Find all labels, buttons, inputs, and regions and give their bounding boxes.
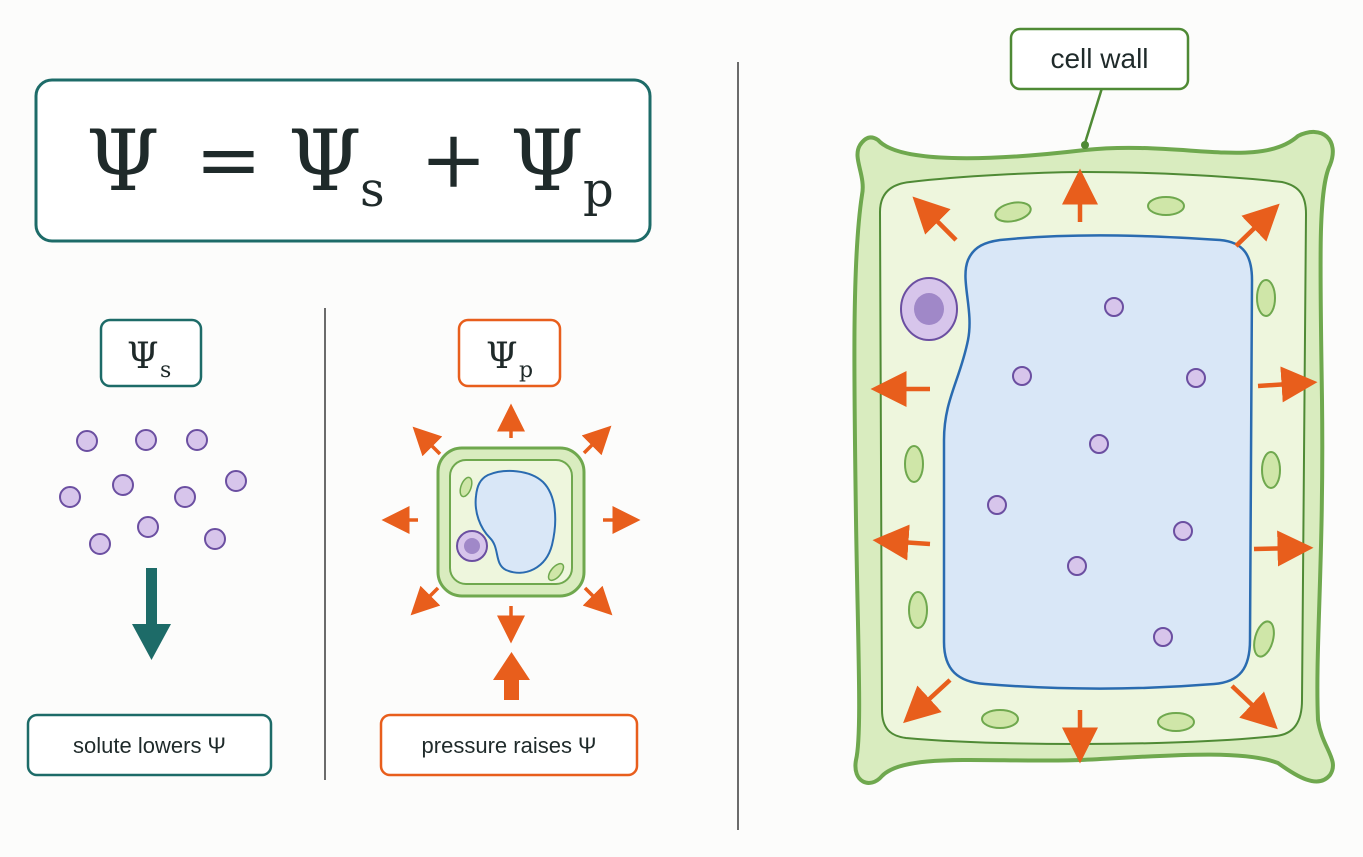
solute-caption: solute lowers Ψ (73, 733, 226, 758)
pressure-symbol-box (457, 318, 562, 388)
arrow-right (1253, 530, 1314, 567)
solute-particles (59, 429, 247, 555)
cell-wall-label: cell wall (1009, 27, 1190, 149)
vacuole-solutes (987, 297, 1206, 647)
solute-symbol-box (99, 318, 203, 388)
down-arrow-icon (132, 568, 171, 660)
solute-particle (76, 430, 98, 452)
solute-particle (1104, 297, 1124, 317)
equation-sub-p: p (583, 162, 614, 218)
arrow-down-right (1230, 684, 1278, 730)
chloroplast (1256, 279, 1276, 317)
solute-particle (1186, 368, 1206, 388)
solute-particle (1089, 434, 1109, 454)
small-chloroplast (459, 476, 473, 498)
chloroplast (904, 445, 924, 483)
solute-panel: Ψ s solute lowers Ψ (26, 318, 273, 777)
pressure-arrows (381, 403, 641, 644)
arrow-up-left (412, 426, 443, 457)
solute-particle (1153, 627, 1173, 647)
arrow-down-left (903, 678, 952, 724)
pressure-caption-box (379, 713, 639, 777)
arrow-up-right (581, 425, 612, 456)
arrow-down-right (582, 585, 613, 616)
solute-particle (137, 516, 159, 538)
arrow-left (872, 524, 931, 561)
pressure-caption: pressure raises Ψ (422, 733, 597, 758)
arrow-up-left (912, 196, 958, 242)
small-chloroplast (547, 562, 565, 582)
solute-particle (186, 429, 208, 451)
solute-particle (1012, 366, 1032, 386)
pressure-subscript: p (519, 358, 533, 383)
turgor-arrows (870, 168, 1318, 764)
chloroplast (908, 591, 928, 629)
equation-plus: + (420, 113, 487, 206)
solute-particle (1173, 521, 1193, 541)
solute-symbol: Ψ (127, 336, 159, 377)
central-vacuole (942, 234, 1254, 690)
chloroplast (1261, 451, 1281, 489)
solute-particle (174, 486, 196, 508)
equation-box: Ψ = Ψ s + Ψ p (34, 78, 652, 243)
equation-psi-s: Ψ (288, 112, 362, 210)
solute-particle (225, 470, 247, 492)
equation-sub-s: s (360, 162, 385, 218)
solute-caption-box (26, 713, 273, 777)
cell-wall-leader-line (1083, 87, 1104, 144)
solute-subscript: s (160, 358, 171, 383)
chloroplast (994, 201, 1032, 223)
solute-particle (59, 486, 81, 508)
small-plant-cell (436, 446, 586, 598)
solute-particle (135, 429, 157, 451)
up-arrow-icon (493, 652, 530, 700)
solute-particle (112, 474, 134, 496)
pressure-panel: Ψ p pressure raises Ψ (379, 318, 641, 777)
chloroplast (1147, 196, 1185, 216)
equation-psi-p: Ψ (510, 112, 584, 210)
pressure-symbol: Ψ (486, 336, 518, 377)
arrow-up-right (1234, 203, 1280, 248)
equation-psi: Ψ (86, 112, 160, 210)
solute-particle (89, 533, 111, 555)
chloroplast (981, 709, 1019, 729)
arrow-down-left (410, 585, 441, 616)
large-plant-cell (852, 129, 1335, 785)
solute-particle (204, 528, 226, 550)
chloroplast (1253, 620, 1275, 658)
chloroplast (1157, 712, 1195, 732)
arrow-right (1257, 366, 1318, 403)
chloroplasts (904, 196, 1281, 732)
solute-particle (1067, 556, 1087, 576)
cell-wall-label-box (1009, 27, 1190, 91)
solute-particle (987, 495, 1007, 515)
equation-equals: = (195, 113, 262, 206)
nucleus (900, 277, 958, 341)
cell-wall-label-text: cell wall (1050, 43, 1148, 74)
small-vacuole (474, 469, 557, 574)
